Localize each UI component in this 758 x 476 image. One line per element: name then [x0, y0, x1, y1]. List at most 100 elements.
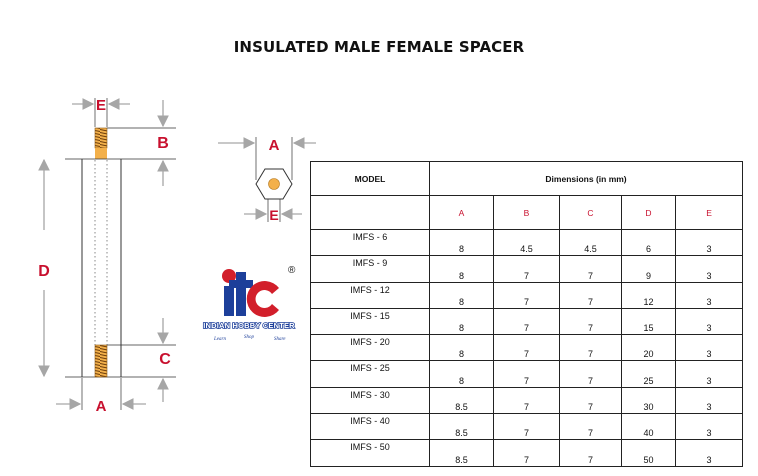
dimension-cell-c: 7 [559, 255, 622, 283]
dimension-cell-c: 7 [559, 281, 622, 309]
dimension-cell-e: 3 [674, 281, 744, 309]
registered-mark: ® [288, 265, 296, 276]
dimension-cell-b: 7 [493, 386, 560, 415]
dimension-cell-b: 7 [493, 307, 560, 336]
page-title: INSULATED MALE FEMALE SPACER [233, 38, 525, 56]
spacer-side-view [65, 98, 176, 410]
male-thread [94, 127, 108, 149]
dimension-cell-a: 8.5 [429, 386, 494, 415]
column-header-d: D [621, 195, 676, 230]
dimension-cell-c: 7 [559, 307, 622, 336]
dimension-cell-b: 7 [493, 255, 560, 283]
dimension-cell-c: 7 [559, 413, 622, 441]
logo-name: INDIAN HOBBY CENTER [203, 321, 295, 330]
dimensions-header: Dimensions (in mm) [428, 161, 744, 196]
dimension-cell-c: 7 [559, 360, 622, 388]
dimension-cell-d: 40 [621, 413, 676, 441]
dimension-cell-e: 3 [674, 334, 744, 362]
dim-label-a: A [96, 398, 107, 415]
dim-label-c: C [159, 351, 171, 368]
dimension-cell-c: 7 [559, 386, 622, 415]
dimension-cell-b: 7 [493, 413, 560, 441]
dimension-cell-e: 3 [674, 307, 744, 336]
dim-label-b: B [157, 135, 169, 152]
dimension-cell-e: 3 [674, 228, 744, 257]
dimension-cell-e: 3 [674, 255, 744, 283]
dimension-a-top: A [218, 137, 316, 154]
dimension-cell-e: 3 [674, 360, 744, 388]
model-cell: IMFS - 9 [310, 255, 430, 283]
dimension-cell-b: 4.5 [493, 228, 560, 257]
table-subheader-row: A B C D E [310, 195, 744, 230]
dimension-a-bottom: A [56, 398, 146, 415]
ihc-logo: ® INDIAN HOBBY CENTER Learn Shop Share [202, 265, 296, 342]
dimension-cell-a: 8.5 [429, 439, 494, 467]
dimension-cell-c: 7 [559, 439, 622, 467]
logo-tagline-learn: Learn [213, 337, 226, 342]
dimension-cell-d: 15 [621, 307, 676, 336]
dimension-cell-d: 12 [621, 281, 676, 309]
table-header-row: MODEL Dimensions (in mm) [310, 161, 744, 196]
dimension-cell-c: 7 [559, 334, 622, 362]
dimension-cell-a: 8 [429, 228, 494, 257]
column-header-c: C [559, 195, 622, 230]
model-cell: IMFS - 15 [310, 307, 430, 336]
logo-tagline-shop: Shop [244, 335, 255, 340]
dimensions-table: MODEL Dimensions (in mm) A B C D E IMFS … [310, 161, 744, 467]
dimension-b: B [157, 100, 169, 186]
dimension-cell-d: 30 [621, 386, 676, 415]
dimension-cell-d: 6 [621, 228, 676, 257]
logo-tagline-share: Share [274, 337, 286, 342]
dimension-cell-c: 4.5 [559, 228, 622, 257]
dimension-cell-d: 9 [621, 255, 676, 283]
dimension-cell-d: 25 [621, 360, 676, 388]
spacer-top-view [255, 137, 293, 222]
model-cell: IMFS - 40 [310, 413, 430, 441]
dimension-cell-d: 50 [621, 439, 676, 467]
dimension-e-top: E [72, 97, 130, 114]
dimension-c: C [157, 318, 171, 402]
dimension-d: D [38, 158, 50, 378]
dim-label-a-top: A [269, 137, 280, 154]
stud-base [95, 148, 107, 159]
dimension-cell-b: 7 [493, 360, 560, 388]
model-cell: IMFS - 12 [310, 281, 430, 309]
dimension-cell-a: 8 [429, 255, 494, 283]
dimension-cell-b: 7 [493, 334, 560, 362]
column-header-b: B [493, 195, 560, 230]
model-subheader-empty [310, 195, 430, 230]
dimension-cell-e: 3 [674, 386, 744, 415]
model-cell: IMFS - 30 [310, 386, 430, 415]
model-cell: IMFS - 50 [310, 439, 430, 467]
dim-label-e-bottom: E [269, 207, 278, 223]
model-header: MODEL [310, 161, 430, 196]
dim-label-e: E [96, 97, 106, 114]
dimension-cell-a: 8 [429, 360, 494, 388]
column-header-a: A [429, 195, 494, 230]
dimension-cell-b: 7 [493, 281, 560, 309]
dimension-cell-a: 8 [429, 281, 494, 309]
female-thread [94, 344, 108, 378]
model-cell: IMFS - 20 [310, 334, 430, 362]
model-cell: IMFS - 6 [310, 228, 430, 257]
dimension-cell-a: 8.5 [429, 413, 494, 441]
model-cell: IMFS - 25 [310, 360, 430, 388]
column-header-e: E [674, 195, 744, 230]
dimension-cell-a: 8 [429, 334, 494, 362]
dimension-cell-e: 3 [674, 413, 744, 441]
dimension-e-bottom: E [244, 207, 302, 223]
dimension-cell-d: 20 [621, 334, 676, 362]
thread-hole [268, 178, 280, 190]
dimension-cell-b: 7 [493, 439, 560, 467]
dimension-cell-e: 3 [674, 439, 744, 467]
